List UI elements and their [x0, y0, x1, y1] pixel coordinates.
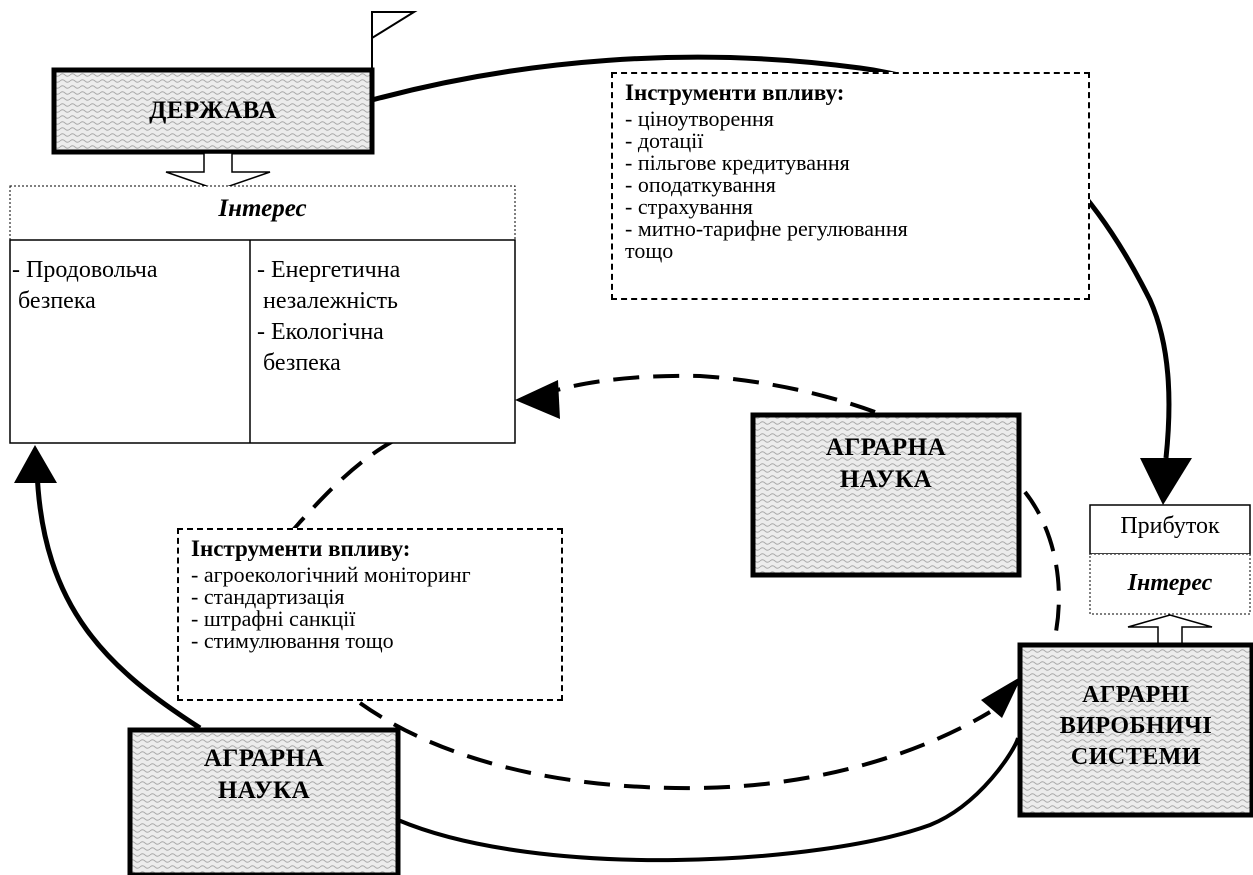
state-interest-left-line-1: - Продовольча [12, 257, 158, 283]
state-interest-right-line-1: - Енергетична [257, 257, 401, 283]
arrowhead-into-state-interest [14, 445, 57, 483]
profit-label: Прибуток [1120, 513, 1220, 539]
tools-top-item: - дотації [625, 128, 704, 153]
tools-top-item: - оподаткування [625, 172, 776, 197]
science-top-line-2: НАУКА [839, 466, 933, 493]
production-interest-title: Інтерес [1127, 570, 1213, 596]
dashed-science-to-state-interest [549, 373, 876, 414]
tools-bottom-box: Інструменти впливу: - агроекологічний мо… [177, 528, 563, 701]
dashed-science-to-production [1023, 490, 1061, 651]
flag-icon [371, 11, 418, 40]
state-interest-left-line-2: безпека [12, 288, 96, 314]
tools-top-item: - ціноутворення [625, 106, 774, 131]
production-line-3: СИСТЕМИ [1070, 744, 1202, 770]
state-interest-left-cell: - Продовольча безпека [12, 255, 247, 317]
connector-science-to-state-interest [34, 469, 202, 731]
science-top-label: АГРАРНА НАУКА [753, 432, 1019, 496]
arrowhead-into-profit [1140, 458, 1192, 505]
arrowhead-dashed-into-production [981, 676, 1022, 718]
tools-bottom-item: - стандартизація [191, 584, 345, 609]
arrowhead-dashed-into-state-interest [515, 380, 560, 419]
tools-top-item: тощо [625, 238, 674, 263]
tools-top-title: Інструменти впливу: [625, 80, 845, 105]
tools-top-box: Інструменти впливу: - ціноутворення - до… [611, 72, 1090, 300]
tools-bottom-title: Інструменти впливу: [191, 536, 411, 561]
tools-top-item: - страхування [625, 194, 753, 219]
production-line-2: ВИРОБНИЧІ [1059, 713, 1213, 739]
profit-box [1089, 504, 1251, 555]
production-label: АГРАРНІ ВИРОБНИЧІ СИСТЕМИ [1020, 680, 1252, 773]
science-bottom-node [127, 727, 401, 875]
state-interest-right-line-4: безпека [257, 350, 341, 376]
state-label: ДЕРЖАВА [149, 97, 277, 124]
science-bottom-label: АГРАРНА НАУКА [130, 743, 398, 807]
connector-science-to-production [397, 737, 1020, 863]
production-interest-header [1089, 553, 1251, 615]
dashed-loop-bottom [358, 701, 992, 791]
state-interest-header [9, 185, 516, 241]
science-top-line-1: АГРАРНА [825, 434, 947, 461]
tools-top-item: - митно-тарифне регулювання [625, 216, 908, 241]
tools-bottom-item: - стимулювання тощо [191, 628, 394, 653]
science-bottom-line-2: НАУКА [217, 777, 311, 804]
production-node [1017, 642, 1253, 818]
state-interest-right-line-2: незалежність [257, 288, 398, 314]
state-node [51, 67, 375, 155]
science-bottom-line-1: АГРАРНА [203, 745, 325, 772]
state-interest-right-cell: - Енергетична незалежність - Екологічна … [257, 255, 507, 379]
state-interest-table [9, 239, 516, 444]
production-line-1: АГРАРНІ [1082, 682, 1190, 708]
tools-bottom-item: - штрафні санкції [191, 606, 356, 631]
state-interest-right-line-3: - Екологічна [257, 319, 384, 345]
tools-bottom-item: - агроекологічний моніторинг [191, 562, 471, 587]
production-to-interest-arrow [1127, 614, 1213, 646]
tools-top-item: - пільгове кредитування [625, 150, 850, 175]
state-interest-title: Інтерес [218, 195, 307, 222]
state-to-interest-arrow [165, 152, 271, 191]
science-top-node [750, 412, 1022, 578]
